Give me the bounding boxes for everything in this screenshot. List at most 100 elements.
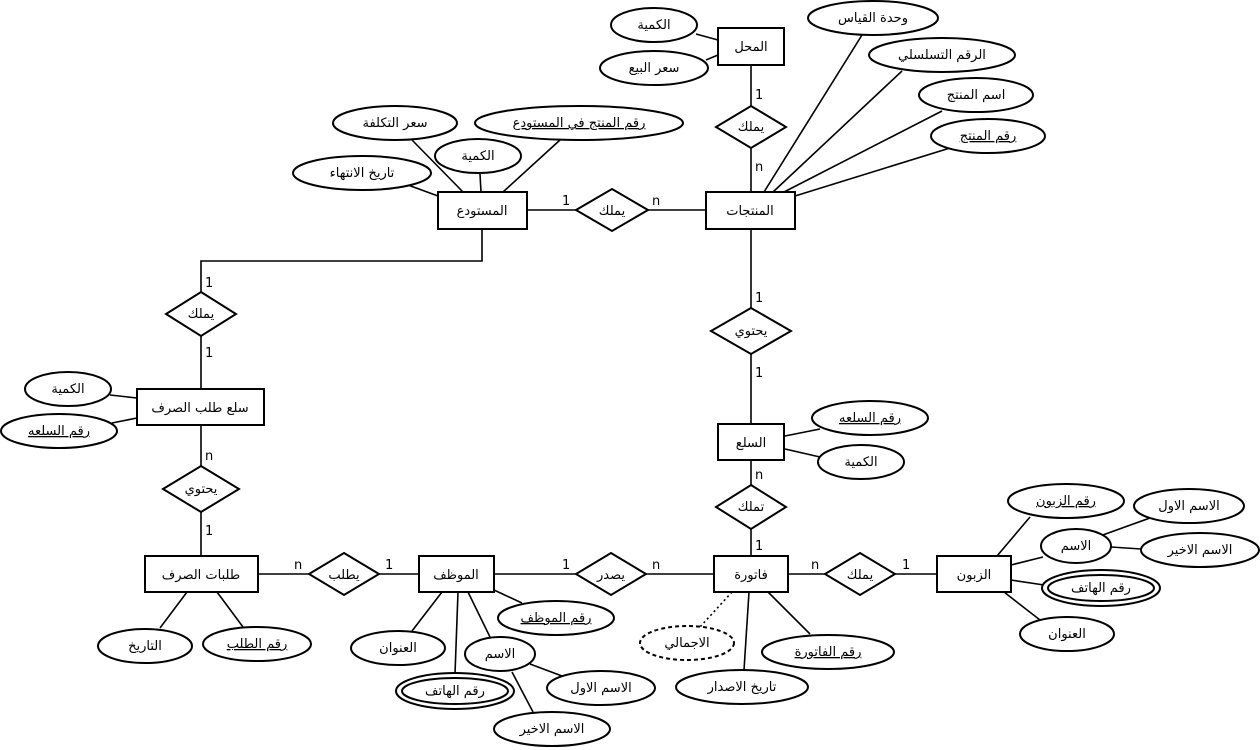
attr-line: [502, 139, 561, 193]
relationship-products-items[interactable]: يحتوي: [708, 306, 794, 356]
entity-label: المحل: [734, 40, 767, 55]
entity-customer[interactable]: الزبون: [936, 555, 1012, 593]
attribute-invoice-issue-date[interactable]: تاريخ الاصدار: [675, 669, 809, 705]
entity-products[interactable]: المنتجات: [705, 191, 796, 230]
attribute-customer-address[interactable]: العنوان: [1019, 616, 1115, 652]
attribute-item-quantity[interactable]: الكمية: [817, 444, 905, 480]
relationship-items-invoice[interactable]: تملك: [714, 483, 788, 531]
relationship-label: يملك: [599, 204, 626, 219]
attribute-label: تاريخ الاصدار: [707, 680, 777, 695]
entity-mahal[interactable]: المحل: [717, 27, 785, 66]
entity-label: السلع: [736, 436, 766, 451]
cardinality-label: 1: [385, 558, 393, 573]
attribute-invoice-id-key[interactable]: رقم الفاتورة: [761, 634, 895, 670]
attribute-label: رقم المنتج في المستودع: [513, 116, 646, 131]
relationship-requests-employee[interactable]: يطلب: [307, 551, 381, 597]
attribute-mahal-quantity[interactable]: الكمية: [610, 7, 698, 43]
relationship-invoice-customer[interactable]: يملك: [823, 551, 897, 597]
relationship-employee-invoice[interactable]: يصدر: [574, 551, 648, 597]
attr-line: [159, 591, 188, 629]
attribute-label: الاسم الاخير: [519, 722, 585, 737]
attribute-product-serial[interactable]: الرقم التسلسلي: [868, 37, 1016, 73]
attribute-customer-id-key[interactable]: رقم الزبون: [1007, 483, 1125, 519]
attribute-invoice-total-derived[interactable]: الاجمالي: [639, 625, 735, 661]
attribute-label: اسم المنتج: [947, 88, 1006, 103]
attribute-employee-address[interactable]: العنوان: [350, 630, 446, 666]
attribute-employee-id-key[interactable]: رقم الموظف: [497, 600, 615, 636]
relationship-label: تملك: [738, 500, 765, 515]
attribute-label: رقم الزبون: [1036, 494, 1096, 509]
attribute-employee-last-name[interactable]: الاسم الاخير: [493, 711, 611, 747]
entity-label: الزبون: [957, 568, 992, 583]
attribute-product-name[interactable]: اسم المنتج: [918, 77, 1034, 113]
attribute-label: سعر التكلفة: [363, 116, 428, 131]
entity-employee[interactable]: الموظف: [418, 555, 495, 593]
attr-line: [705, 54, 719, 61]
relationship-warehouse-request-items[interactable]: يملك: [164, 290, 238, 338]
attribute-request-date[interactable]: التاريخ: [97, 628, 193, 664]
entity-label: سلع طلب الصرف: [151, 401, 248, 416]
attribute-employee-phone-multivalued[interactable]: رقم الهاتف: [395, 672, 515, 710]
attr-line: [1003, 591, 1041, 621]
attribute-mahal-sale-price[interactable]: سعر البيع: [599, 50, 709, 86]
attribute-label: رقم الفاتورة: [795, 645, 862, 660]
attribute-label: الاسم الاخير: [1167, 543, 1233, 558]
attr-line: [1099, 517, 1151, 537]
cardinality-label: 1: [755, 539, 763, 554]
attr-line: [1010, 579, 1045, 586]
attr-line: [493, 589, 523, 604]
entity-items[interactable]: السلع: [717, 423, 785, 461]
cardinality-labels: 1 n 1 n 1 1 n 1 n 1 1 n n 1 1 1 n 1: [205, 88, 910, 573]
attr-line: [407, 184, 439, 197]
attr-line: [411, 139, 464, 193]
attribute-employee-first-name[interactable]: الاسم الاول: [546, 670, 656, 706]
attribute-customer-last-name[interactable]: الاسم الاخير: [1140, 532, 1260, 568]
relationship-label: يملك: [738, 120, 765, 135]
entity-request-items[interactable]: سلع طلب الصرف: [136, 388, 265, 426]
cardinality-label: 1: [755, 366, 763, 381]
attr-line: [763, 34, 863, 193]
relationship-label: يطلب: [328, 568, 360, 583]
attribute-label: رقم الهاتف: [1071, 581, 1131, 596]
attribute-warehouse-expiry[interactable]: تاريخ الانتهاء: [292, 155, 432, 191]
attribute-label: الاسم الاول: [570, 681, 631, 696]
line-warehouse-rel-3: [200, 229, 483, 292]
attribute-warehouse-cost[interactable]: سعر التكلفة: [332, 105, 458, 141]
cardinality-label: 1: [562, 558, 570, 573]
attribute-customer-name[interactable]: الاسم: [1040, 528, 1112, 564]
attr-line: [784, 428, 821, 437]
attribute-request-item-quantity[interactable]: الكمية: [24, 371, 112, 407]
attribute-product-unit[interactable]: وحدة القياس: [807, 0, 939, 36]
attribute-label: تاريخ الانتهاء: [330, 166, 395, 181]
attribute-customer-phone-multivalued[interactable]: رقم الهاتف: [1041, 569, 1161, 607]
relationship-mahal-products[interactable]: يملك: [714, 104, 788, 150]
relationship-label: يملك: [188, 307, 215, 322]
attribute-label: رقم الموظف: [521, 611, 592, 626]
attribute-item-id-key[interactable]: رقم السلعه: [811, 400, 929, 436]
attribute-request-item-id-key[interactable]: رقم السلعه: [0, 413, 118, 449]
cardinality-label: 1: [205, 346, 213, 361]
relationship-warehouse-products[interactable]: يملك: [574, 187, 650, 233]
relationship-request-items-requests[interactable]: يحتوي: [161, 464, 241, 514]
attr-line: [695, 33, 719, 41]
entity-warehouse[interactable]: المستودع: [437, 191, 528, 230]
attribute-label: العنوان: [1048, 627, 1086, 642]
attribute-request-id-key[interactable]: رقم الطلب: [202, 626, 312, 662]
attribute-employee-name[interactable]: الاسم: [464, 636, 536, 672]
attr-line-derived: [699, 591, 733, 628]
cardinality-label: 1: [755, 88, 763, 103]
attribute-customer-first-name[interactable]: الاسم الاول: [1133, 488, 1245, 524]
attr-line: [794, 147, 951, 197]
attr-line: [767, 591, 811, 635]
cardinality-label: n: [652, 558, 660, 573]
attribute-label: الكمية: [51, 382, 84, 397]
attr-line: [216, 591, 244, 628]
attribute-warehouse-product-id-key[interactable]: رقم المنتج في المستودع: [474, 105, 684, 141]
attribute-product-id-key[interactable]: رقم المنتج: [930, 118, 1046, 154]
attribute-label: رقم المنتج: [960, 129, 1017, 144]
entity-invoice[interactable]: فاتورة: [713, 555, 789, 593]
attribute-warehouse-quantity[interactable]: الكمية: [434, 138, 522, 174]
attribute-label: رقم الهاتف: [425, 684, 485, 699]
entity-requests[interactable]: طلبات الصرف: [144, 555, 259, 593]
attr-line: [783, 110, 943, 193]
